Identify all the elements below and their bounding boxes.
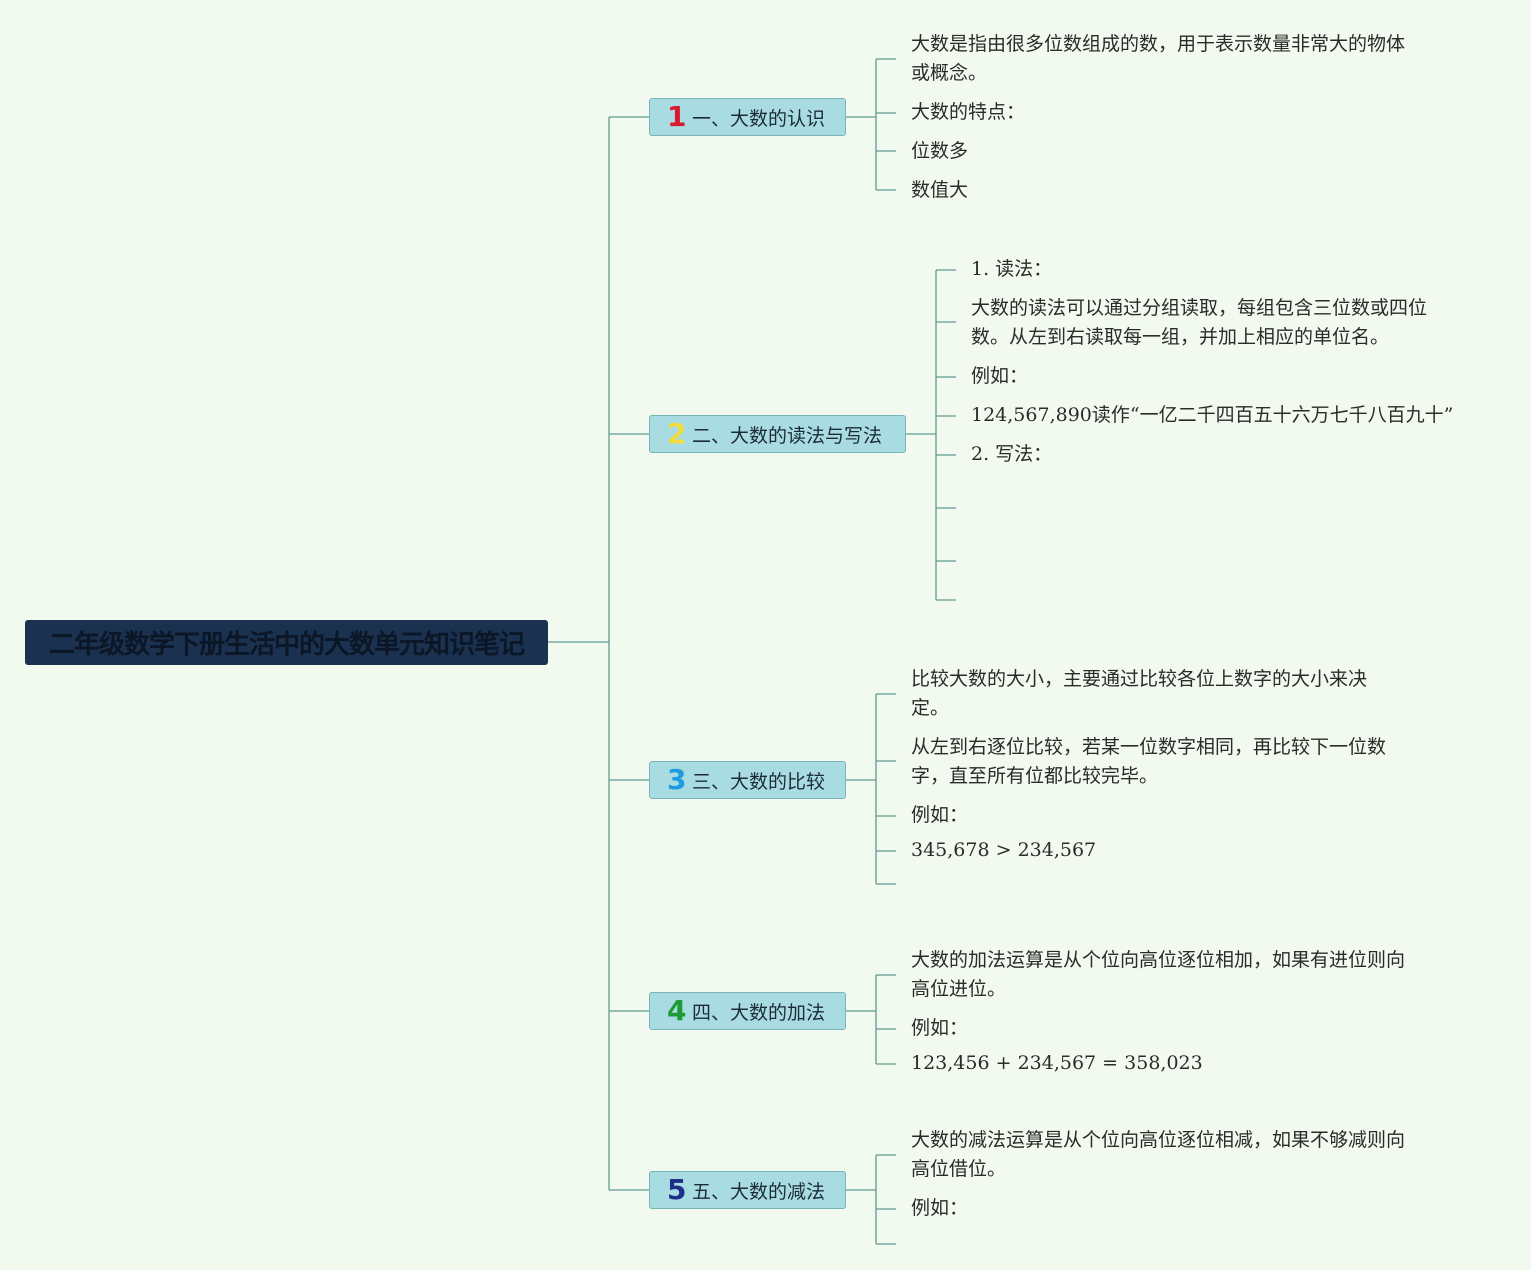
- topic-3[interactable]: 3 三、大数的比较: [649, 761, 846, 799]
- topic-1-label: 一、大数的认识: [692, 107, 826, 130]
- topic-5[interactable]: 5 五、大数的减法: [649, 1171, 846, 1209]
- topic-5-label: 五、大数的减法: [692, 1180, 826, 1203]
- note-1-3[interactable]: 位数多: [911, 140, 969, 162]
- note-3-4[interactable]: 345,678 > 234,567: [911, 839, 1097, 861]
- note-4-3[interactable]: 123,456 + 234,567 = 358,023: [911, 1052, 1203, 1074]
- topic-4[interactable]: 4 四、大数的加法: [649, 992, 846, 1030]
- note-1-4[interactable]: 数值大: [911, 179, 969, 201]
- note-1-1[interactable]: 大数是指由很多位数组成的数，用于表示数量非常大的物体或概念。: [911, 33, 1406, 84]
- topic-4-label: 四、大数的加法: [692, 1001, 826, 1024]
- note-5-1[interactable]: 大数的减法运算是从个位向高位逐位相减，如果不够减则向高位借位。: [911, 1129, 1406, 1180]
- note-3-3[interactable]: 例如：: [911, 804, 969, 826]
- note-2-2[interactable]: 大数的读法可以通过分组读取，每组包含三位数或四位数。从左到右读取每一组，并加上相…: [971, 297, 1428, 348]
- topic-5-number: 5: [667, 1173, 687, 1206]
- topic-1-number: 1: [667, 100, 687, 133]
- note-2-4[interactable]: 124,567,890读作“一亿二千四百五十六万七千八百九十”: [971, 404, 1454, 426]
- topic-4-number: 4: [667, 994, 687, 1027]
- note-4-2[interactable]: 例如：: [911, 1017, 969, 1039]
- note-3-1[interactable]: 比较大数的大小，主要通过比较各位上数字的大小来决定。: [911, 668, 1368, 719]
- note-1-2[interactable]: 大数的特点：: [911, 101, 1026, 123]
- note-4-1[interactable]: 大数的加法运算是从个位向高位逐位相加，如果有进位则向高位进位。: [911, 949, 1406, 1000]
- topic-1[interactable]: 1 一、大数的认识: [649, 98, 846, 136]
- topic-2-label: 二、大数的读法与写法: [692, 424, 883, 447]
- topic-3-label: 三、大数的比较: [692, 770, 826, 793]
- note-5-2[interactable]: 例如：: [911, 1197, 969, 1219]
- topic-2[interactable]: 2 二、大数的读法与写法: [649, 415, 906, 453]
- note-2-3[interactable]: 例如：: [971, 365, 1029, 387]
- topic-2-number: 2: [667, 417, 687, 450]
- note-2-5[interactable]: 2. 写法：: [971, 443, 1053, 465]
- note-2-1[interactable]: 1. 读法：: [971, 258, 1053, 280]
- root-topic[interactable]: 二年级数学下册生活中的大数单元知识笔记: [25, 620, 548, 665]
- note-3-2[interactable]: 从左到右逐位比较，若某一位数字相同，再比较下一位数字，直至所有位都比较完毕。: [911, 736, 1387, 787]
- topic-3-number: 3: [667, 763, 687, 796]
